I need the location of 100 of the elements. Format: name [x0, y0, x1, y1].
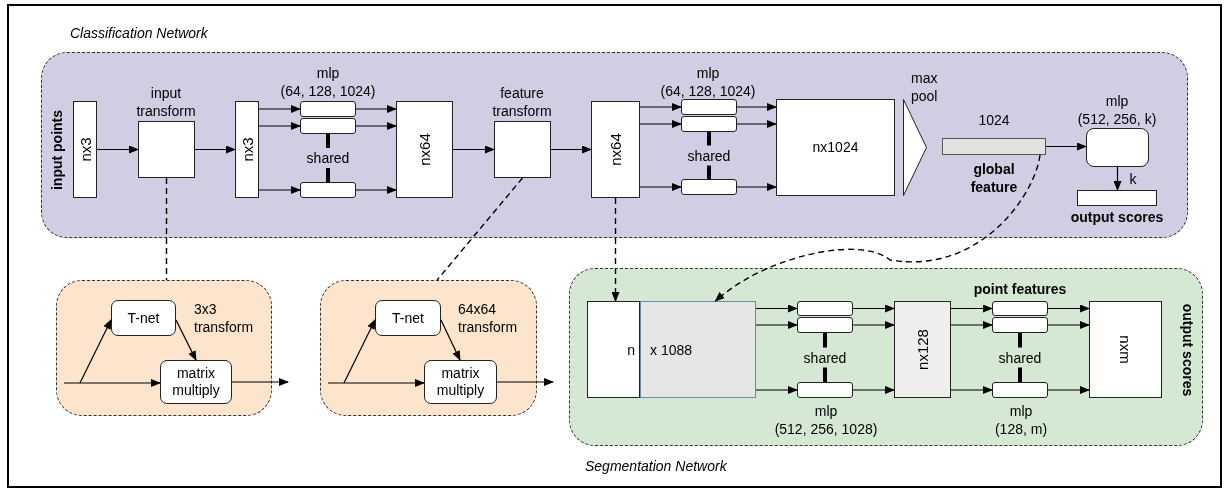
mlp-box [992, 382, 1048, 398]
tnet-box [375, 300, 441, 336]
layer-box [587, 301, 640, 398]
layer-box [640, 301, 756, 398]
arrow [736, 103, 777, 111]
arrow [194, 145, 236, 154]
arrow [639, 183, 682, 191]
mlp-box [681, 179, 737, 195]
arrow [950, 321, 993, 329]
side-label: max pool [911, 69, 939, 105]
arrow [1047, 321, 1090, 329]
box-label: matrix multiply [435, 365, 486, 399]
box-label: matrix multiply [171, 365, 221, 399]
box-label: nx1024 [812, 139, 859, 156]
panel-title: Segmentation Network [585, 457, 728, 475]
arrow [852, 304, 895, 313]
layer-box [235, 101, 259, 198]
box-label: n [626, 341, 635, 359]
box-label: T-net [392, 309, 424, 327]
mlp-box [300, 182, 356, 198]
diagram-label: mlp (512, 256, 1028) [773, 402, 879, 438]
arrow [1047, 386, 1090, 394]
arrow [496, 378, 554, 386]
panel-title: 3x3 transform [194, 300, 255, 336]
edge-label: shared [305, 150, 351, 166]
arrow [96, 145, 139, 154]
arrow [852, 321, 895, 329]
arrow [79, 319, 112, 384]
arrow [950, 304, 993, 313]
box-label: nx64 [607, 133, 624, 166]
arrow [231, 378, 289, 386]
layer-box [591, 101, 640, 198]
box-heading: feature transform [491, 84, 553, 120]
arrow [175, 319, 197, 361]
dashed-line [436, 177, 524, 281]
box-label: nx3 [76, 137, 94, 162]
mlp-box [992, 301, 1048, 316]
arrow [639, 103, 682, 111]
mlp-box [797, 301, 853, 316]
arrow [1045, 142, 1087, 151]
layer-box [776, 99, 895, 196]
tnet-box [160, 360, 232, 404]
mlp-box [681, 116, 737, 132]
tnet-box [111, 300, 176, 336]
mlp-box [300, 101, 356, 117]
mlp-box [992, 317, 1048, 333]
dashed-arrow [611, 197, 620, 302]
layer-box [894, 301, 951, 398]
arrow [852, 386, 895, 394]
shared-link-line [1018, 331, 1022, 384]
box-heading: input transform [135, 84, 197, 120]
arrow [355, 105, 397, 113]
edge-label: shared [997, 349, 1043, 366]
side-label: output scores [1179, 302, 1197, 399]
arrow [452, 145, 495, 154]
side-label: 1024 [977, 111, 1011, 129]
layer-box [396, 101, 453, 198]
tnet-box [424, 360, 497, 404]
diagram-label: mlp (128, m) [993, 402, 1049, 438]
edge-label: shared [802, 349, 848, 366]
box-label: nx3 [238, 137, 256, 162]
arrow [258, 105, 301, 113]
box-label: nx128 [914, 329, 931, 370]
arrow [258, 122, 301, 130]
box-label: T-net [127, 309, 160, 327]
shared-link-line [326, 132, 330, 184]
transform-panel [320, 280, 537, 416]
side-label: input points [48, 108, 66, 193]
dashed-arrow [714, 154, 1041, 302]
diagram-label: mlp (64, 128, 1024) [279, 64, 377, 100]
edge-label: k [1128, 170, 1138, 187]
shared-link-line [823, 331, 827, 384]
box-label: nxm [1117, 335, 1134, 364]
panel-title: 64x64 transform [458, 300, 519, 336]
arrow [736, 120, 777, 128]
mlp-box [681, 99, 737, 115]
arrow [755, 304, 798, 313]
arrow [355, 186, 397, 194]
arrow [550, 145, 592, 154]
diagram-label: mlp (64, 128, 1024) [659, 64, 757, 100]
side-label: output scores [1069, 208, 1165, 226]
arrow [355, 122, 397, 130]
edge-label: shared [686, 147, 732, 164]
arrow [755, 321, 798, 329]
arrow [950, 386, 993, 394]
arrow [736, 183, 777, 191]
box-label: nx64 [416, 133, 433, 166]
shared-link-line [707, 130, 711, 181]
arrow [755, 386, 798, 394]
mlp-box [300, 118, 356, 134]
panel-title: Classification Network [70, 24, 209, 42]
mlp-box [797, 382, 853, 398]
side-label: global feature [969, 160, 1019, 196]
box-label: x 1088 [650, 341, 694, 359]
arrow [258, 186, 301, 194]
dashed-line [165, 177, 168, 281]
transform-panel [56, 280, 272, 416]
mlp-box [797, 317, 853, 333]
arrow [639, 120, 682, 128]
arrow [1047, 304, 1090, 313]
